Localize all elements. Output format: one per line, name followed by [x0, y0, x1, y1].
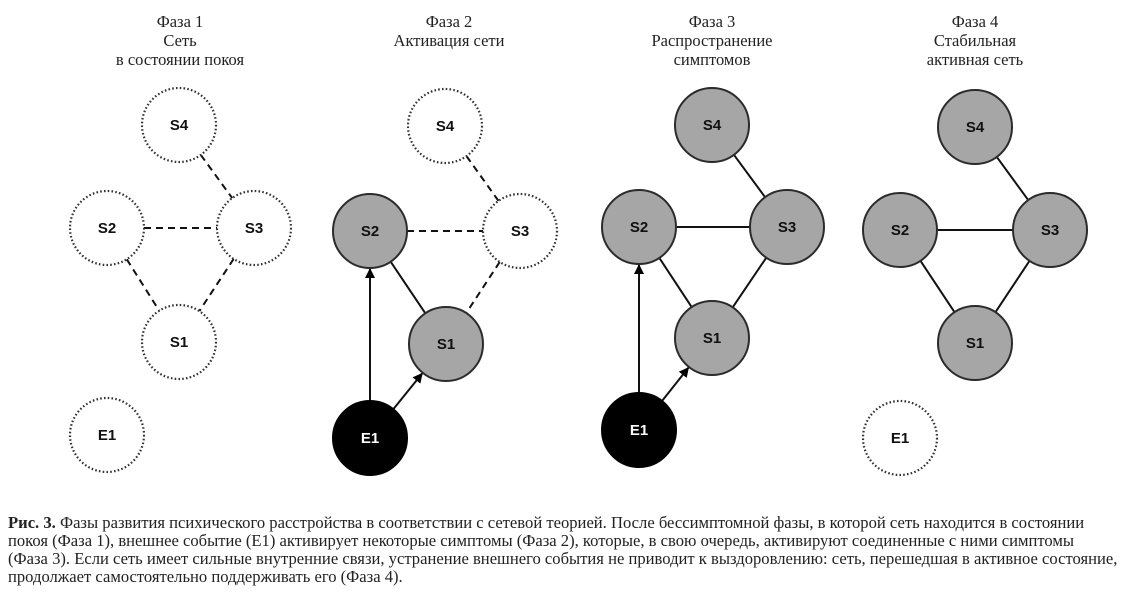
node-s1-phase-4: S1: [937, 305, 1013, 381]
phase-1-title-line: Фаза 1: [156, 12, 204, 31]
node-label: S3: [245, 220, 263, 237]
node-s4-phase-4: S4: [937, 89, 1013, 165]
phase-3-title-line: Распространение: [651, 31, 773, 50]
figure-caption: Рис. 3. Фазы развития психического расст…: [8, 514, 1118, 586]
node-circle: [408, 306, 484, 382]
node-s4-phase-1: S4: [140, 86, 218, 164]
node-s1-phase-1: S1: [140, 303, 218, 381]
edge-e1-s1-phase-3: [661, 366, 690, 402]
edge-s2-s1-phase-3: [658, 257, 693, 308]
phase-3-title-line: Фаза 3: [688, 12, 736, 31]
node-circle: [749, 189, 825, 265]
node-circle: [861, 399, 939, 477]
node-s1-phase-2: S1: [408, 306, 484, 382]
node-s4-phase-2: S4: [406, 87, 484, 165]
node-circle: [601, 189, 677, 265]
node-s2-phase-1: S2: [68, 189, 146, 267]
node-circle: [140, 303, 218, 381]
node-label: S4: [703, 117, 722, 134]
edge-s2-s1-phase-2: [389, 261, 427, 314]
node-label: S3: [511, 223, 529, 240]
phase-2-title-line: Активация сети: [393, 31, 505, 50]
node-e1-phase-2: E1: [332, 400, 408, 476]
edge-s4-s3-phase-1: [199, 154, 234, 199]
phase-2-title: Фаза 2 Активация сети: [329, 12, 569, 50]
node-label: E1: [361, 430, 379, 447]
phase-1-title-line: Сеть: [163, 31, 197, 50]
node-label: S1: [966, 335, 984, 352]
node-s3-phase-2: S3: [481, 192, 559, 270]
node-circle: [332, 400, 408, 476]
phase-3-title: Фаза 3 Распространение симптомов: [592, 12, 832, 69]
node-label: S1: [170, 334, 188, 351]
node-circle: [68, 189, 146, 267]
edge-s2-s1-phase-4: [919, 260, 956, 313]
phase-4-title-line: Стабильная: [933, 31, 1017, 50]
node-s4-phase-3: S4: [674, 87, 750, 163]
phase-4-title: Фаза 4 Стабильная активная сеть: [855, 12, 1095, 69]
phase-4-title-line: активная сеть: [926, 50, 1024, 69]
phase-1-title: Фаза 1 Сеть в состоянии покоя: [60, 12, 300, 69]
node-label: E1: [891, 430, 909, 447]
node-circle: [68, 396, 146, 474]
node-s3-phase-4: S3: [1012, 192, 1088, 268]
node-label: S2: [891, 222, 909, 239]
edge-s2-s1-phase-1: [125, 258, 161, 312]
phase-1-title-line: в состоянии покоя: [115, 50, 245, 69]
edge-s4-s3-phase-2: [465, 155, 500, 202]
node-circle: [674, 87, 750, 163]
node-circle: [332, 193, 408, 269]
node-label: S2: [630, 219, 648, 236]
node-circle: [937, 305, 1013, 381]
phase-3-title-line: симптомов: [673, 50, 751, 69]
node-circle: [1012, 192, 1088, 268]
node-circle: [937, 89, 1013, 165]
node-label: S4: [170, 117, 189, 134]
node-e1-phase-3: E1: [601, 392, 677, 468]
caption-text: Фазы развития психического расстройства …: [8, 513, 1118, 586]
edge-s4-s3-phase-4: [995, 156, 1030, 201]
node-s2-phase-2: S2: [332, 193, 408, 269]
node-label: S4: [966, 119, 985, 136]
node-s1-phase-3: S1: [674, 300, 750, 376]
phase-4-title-line: Фаза 4: [951, 12, 999, 31]
phase-2-title-line: Фаза 2: [425, 12, 473, 31]
node-label: E1: [630, 422, 648, 439]
node-circle: [601, 392, 677, 468]
node-circle: [862, 192, 938, 268]
edge-s3-s1-phase-2: [465, 261, 501, 314]
node-e1-phase-1: E1: [68, 396, 146, 474]
node-circle: [140, 86, 218, 164]
node-circle: [215, 189, 293, 267]
node-label: S2: [98, 220, 116, 237]
node-e1-phase-4: E1: [861, 399, 939, 477]
node-label: S3: [1041, 222, 1059, 239]
node-label: S3: [778, 219, 796, 236]
edge-s3-s1-phase-1: [198, 258, 235, 312]
caption-label: Рис. 3.: [8, 513, 56, 532]
node-label: S1: [703, 330, 721, 347]
node-label: S4: [436, 118, 455, 135]
edge-e1-s1-phase-2: [392, 372, 423, 410]
node-label: S1: [437, 336, 455, 353]
node-s2-phase-3: S2: [601, 189, 677, 265]
edge-s3-s1-phase-4: [994, 260, 1031, 313]
node-circle: [674, 300, 750, 376]
edge-s4-s3-phase-3: [733, 154, 766, 198]
node-s3-phase-1: S3: [215, 189, 293, 267]
node-label: S2: [361, 223, 379, 240]
node-s3-phase-3: S3: [749, 189, 825, 265]
node-label: E1: [98, 427, 116, 444]
edge-s3-s1-phase-3: [731, 257, 768, 308]
node-circle: [481, 192, 559, 270]
node-s2-phase-4: S2: [862, 192, 938, 268]
node-circle: [406, 87, 484, 165]
